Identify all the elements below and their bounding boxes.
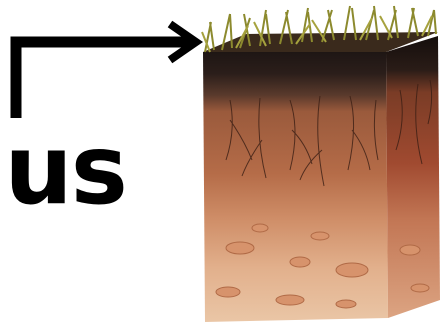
soil-front-face (203, 52, 388, 322)
soil-side-face (386, 36, 440, 318)
soil-profile-illustration (202, 6, 440, 322)
arrow-right-icon (16, 24, 196, 118)
humus-label: nus (0, 122, 126, 218)
